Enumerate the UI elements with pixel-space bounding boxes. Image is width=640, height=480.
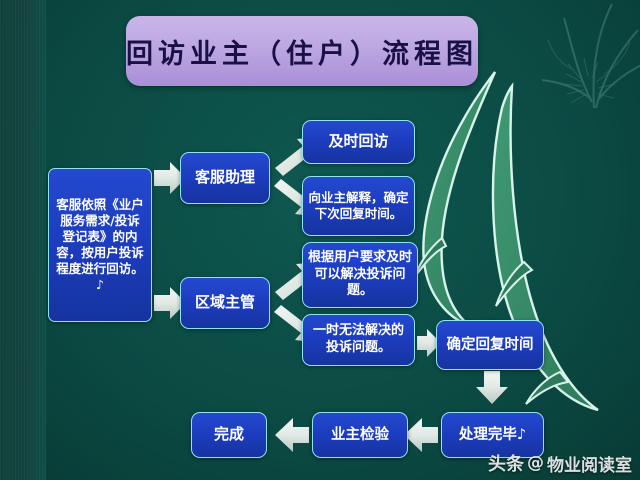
flow-box-timely-visit[interactable]: 及时回访 bbox=[302, 120, 415, 164]
flow-box-handled-label: 处理完毕♪ bbox=[458, 426, 527, 443]
flow-box-unsolvable[interactable]: 一时无法解决的投诉问题。 bbox=[302, 314, 415, 366]
flow-box-handled[interactable]: 处理完毕♪ bbox=[441, 412, 544, 458]
slide-title-box: 回访业主（住户）流程图 bbox=[126, 16, 478, 86]
flow-box-start-label: 客服依照《业户服务需求/投诉登记表》的内容，按用户投诉程度进行回访。♪ bbox=[56, 197, 144, 292]
flow-box-solvable-label: 根据用户要求及时可以解决投诉问题。 bbox=[308, 250, 413, 299]
watermark-brand: 头条 bbox=[488, 454, 524, 475]
flow-box-explain-owner[interactable]: 向业主解释，确定下次回复时间。 bbox=[302, 176, 415, 236]
flow-box-finish[interactable]: 完成 bbox=[191, 412, 267, 458]
flow-box-confirm-reply-time-label: 确定回复时间 bbox=[446, 336, 534, 353]
flow-box-assistant[interactable]: 客服助理 bbox=[180, 152, 270, 204]
arrow-handled-to-owner-check bbox=[404, 418, 438, 452]
flow-box-confirm-reply-time[interactable]: 确定回复时间 bbox=[436, 320, 544, 370]
leaf-shape-inner bbox=[413, 71, 497, 328]
grass-plant-icon bbox=[541, 3, 640, 109]
arrow-owner-check-to-finish bbox=[275, 418, 309, 452]
watermark-account: 物业阅读室 bbox=[547, 455, 632, 476]
left-texture-band bbox=[0, 0, 46, 480]
flow-box-finish-label: 完成 bbox=[213, 425, 244, 444]
flow-box-timely-visit-label: 及时回访 bbox=[328, 132, 389, 151]
watermark-at-symbol: @ bbox=[527, 453, 544, 473]
flow-box-supervisor[interactable]: 区域主管 bbox=[180, 277, 270, 329]
page-title: 回访业主（住户）流程图 bbox=[126, 38, 478, 70]
flow-box-owner-check-label: 业主检验 bbox=[331, 426, 389, 443]
arrow-confirm-time-to-handled bbox=[476, 371, 508, 404]
flow-box-explain-owner-label: 向业主解释，确定下次回复时间。 bbox=[308, 190, 409, 221]
flow-box-owner-check[interactable]: 业主检验 bbox=[312, 412, 408, 458]
flow-box-solvable[interactable]: 根据用户要求及时可以解决投诉问题。 bbox=[302, 242, 418, 308]
flow-box-unsolvable-label: 一时无法解决的投诉问题。 bbox=[312, 323, 404, 355]
watermark: 头条 @ 物业阅读室 bbox=[488, 450, 632, 476]
flow-box-start[interactable]: 客服依照《业户服务需求/投诉登记表》的内容，按用户投诉程度进行回访。♪ bbox=[48, 168, 152, 322]
flow-box-supervisor-label: 区域主管 bbox=[194, 293, 255, 312]
flow-box-assistant-label: 客服助理 bbox=[194, 168, 255, 187]
